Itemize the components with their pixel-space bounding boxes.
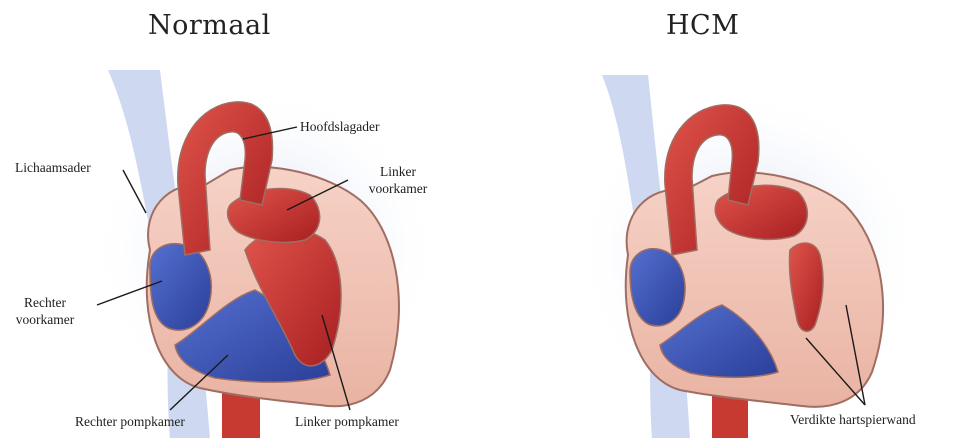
label-left-atrium-line2: voorkamer — [352, 180, 444, 197]
label-right-atrium-line1: Rechter — [2, 294, 88, 311]
hcm-right-atrium — [630, 249, 685, 326]
normal-panel-title: Normaal — [148, 10, 271, 41]
label-left-ventricle: Linker pompkamer — [295, 413, 399, 430]
label-left-atrium: Linker voorkamer — [352, 163, 444, 197]
label-right-ventricle: Rechter pompkamer — [75, 413, 185, 430]
hcm-heart — [575, 75, 925, 438]
normal-heart — [90, 70, 440, 438]
label-right-atrium-line2: voorkamer — [2, 311, 88, 328]
label-thickened-wall: Verdikte hartspierwand — [790, 411, 916, 428]
label-vena-cava: Lichaamsader — [15, 159, 91, 176]
label-left-atrium-line1: Linker — [352, 163, 444, 180]
normal-right-atrium — [150, 244, 211, 330]
label-right-atrium: Rechter voorkamer — [2, 294, 88, 328]
hcm-panel-title: HCM — [666, 10, 739, 41]
label-aorta: Hoofdslagader — [300, 118, 379, 135]
